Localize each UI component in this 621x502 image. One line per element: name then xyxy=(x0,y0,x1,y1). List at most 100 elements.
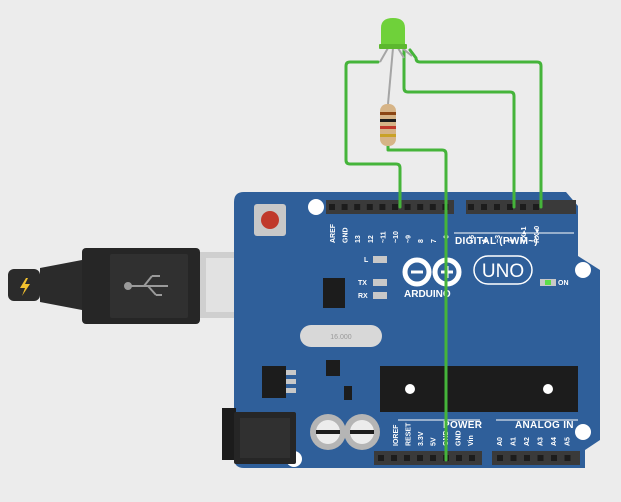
digital-pin-label: AREF xyxy=(330,223,337,243)
pin-socket[interactable] xyxy=(417,455,423,461)
pin-socket[interactable] xyxy=(524,455,530,461)
analog-pin-label: A5 xyxy=(565,437,572,446)
analog-pin-label: A1 xyxy=(511,437,518,446)
regulator-pin xyxy=(286,379,296,384)
digital-pin-label: GND xyxy=(343,227,350,243)
mounting-hole xyxy=(308,199,324,215)
power-pin-label: GND xyxy=(456,430,463,446)
led-leg xyxy=(401,47,413,57)
power-header[interactable] xyxy=(374,451,482,465)
wire-pin12-to-led-anode[interactable] xyxy=(344,60,402,209)
analog-pin-label: A3 xyxy=(538,437,545,446)
pin-socket[interactable] xyxy=(468,204,474,210)
on-label: ON xyxy=(558,280,569,287)
pin-socket[interactable] xyxy=(564,455,571,461)
led-leg xyxy=(387,47,394,105)
l-label: L xyxy=(364,257,369,264)
pin-socket[interactable] xyxy=(366,204,373,210)
digital-pin-label: 2 xyxy=(508,239,515,243)
wire-pin2-to-led-leg[interactable] xyxy=(408,48,543,209)
analog-pin-label: A4 xyxy=(551,437,558,446)
digital-pin-label: ~5 xyxy=(469,235,476,243)
pin-socket[interactable] xyxy=(430,455,436,461)
led-dome xyxy=(381,18,405,46)
pin-socket[interactable] xyxy=(510,455,517,461)
digital-header-left[interactable] xyxy=(326,200,454,214)
pin-socket[interactable] xyxy=(417,204,424,210)
resistor-icon[interactable] xyxy=(380,104,396,146)
rx-led xyxy=(373,292,387,299)
mounting-hole xyxy=(575,424,591,440)
digital-pin-label: TX▸1 xyxy=(521,227,528,243)
regulator-pin xyxy=(286,388,296,393)
pin-socket[interactable] xyxy=(429,204,436,210)
digital-pin-label: ~3 xyxy=(495,235,502,243)
analog-label: ANALOG IN xyxy=(515,420,574,431)
resistor-band xyxy=(380,126,396,129)
digital-pin-label: 13 xyxy=(355,235,362,243)
dc-jack-icon[interactable] xyxy=(222,408,296,464)
pin-socket[interactable] xyxy=(507,204,513,210)
pin-socket[interactable] xyxy=(391,455,397,461)
pin-socket[interactable] xyxy=(533,204,539,210)
pin-socket[interactable] xyxy=(537,455,544,461)
wire-pin4-to-led-leg[interactable] xyxy=(402,48,516,209)
led-leg xyxy=(397,47,405,59)
power-pin-label: RESET xyxy=(406,422,413,446)
digital-pin-label: 12 xyxy=(368,235,375,243)
led-rim xyxy=(379,44,407,49)
power-pin-label: Vin xyxy=(468,435,475,446)
reset-button[interactable] xyxy=(254,204,286,236)
crystal xyxy=(300,325,382,347)
pin-socket[interactable] xyxy=(354,204,361,210)
pin-socket[interactable] xyxy=(378,455,384,461)
pin-socket[interactable] xyxy=(456,455,462,461)
tx-led xyxy=(373,279,387,286)
pin-socket[interactable] xyxy=(494,204,500,210)
power-pin-label: 3.3V xyxy=(418,431,425,446)
capacitor xyxy=(310,414,346,450)
pin-socket[interactable] xyxy=(341,204,348,210)
pin-socket[interactable] xyxy=(497,455,503,461)
uno-badge xyxy=(473,255,533,285)
chip-dot xyxy=(405,384,415,394)
pin-socket[interactable] xyxy=(469,455,475,461)
pin-socket[interactable] xyxy=(379,204,386,210)
pin-socket[interactable] xyxy=(404,204,411,210)
pin-socket[interactable] xyxy=(520,204,526,210)
pin-socket[interactable] xyxy=(481,204,487,210)
pin-socket[interactable] xyxy=(551,455,557,461)
resistor-band xyxy=(380,112,396,115)
lightning-icon xyxy=(20,278,30,296)
brand-text: ARDUINO xyxy=(404,289,451,300)
digital-pin-label: ~9 xyxy=(406,235,413,243)
resistor-band xyxy=(380,134,396,137)
capacitor xyxy=(344,414,380,450)
l-led xyxy=(373,256,387,263)
usb-icon xyxy=(124,275,168,296)
bottom-pin-sockets xyxy=(378,455,571,461)
pin-socket[interactable] xyxy=(404,455,410,461)
resistor-band xyxy=(380,119,396,122)
tx-label: TX xyxy=(358,280,367,287)
pin-socket[interactable] xyxy=(329,204,335,210)
digital-pin-label: ~10 xyxy=(393,231,400,243)
small-chip xyxy=(326,360,340,376)
transistor xyxy=(344,386,352,400)
wire-resistor-to-gnd[interactable] xyxy=(386,144,448,462)
digital-pin-label: 8 xyxy=(418,239,425,243)
analog-header[interactable] xyxy=(492,451,580,465)
analog-pin-label: A2 xyxy=(524,437,531,446)
crystal-label: 16.000 xyxy=(330,334,352,341)
led[interactable] xyxy=(379,18,413,105)
on-led-light xyxy=(545,280,551,285)
power-pin-label: IOREF xyxy=(393,424,400,446)
resistor-body xyxy=(380,104,396,146)
rx-label: RX xyxy=(358,293,368,300)
usb-chip xyxy=(323,278,345,308)
pin-socket[interactable] xyxy=(392,204,398,210)
